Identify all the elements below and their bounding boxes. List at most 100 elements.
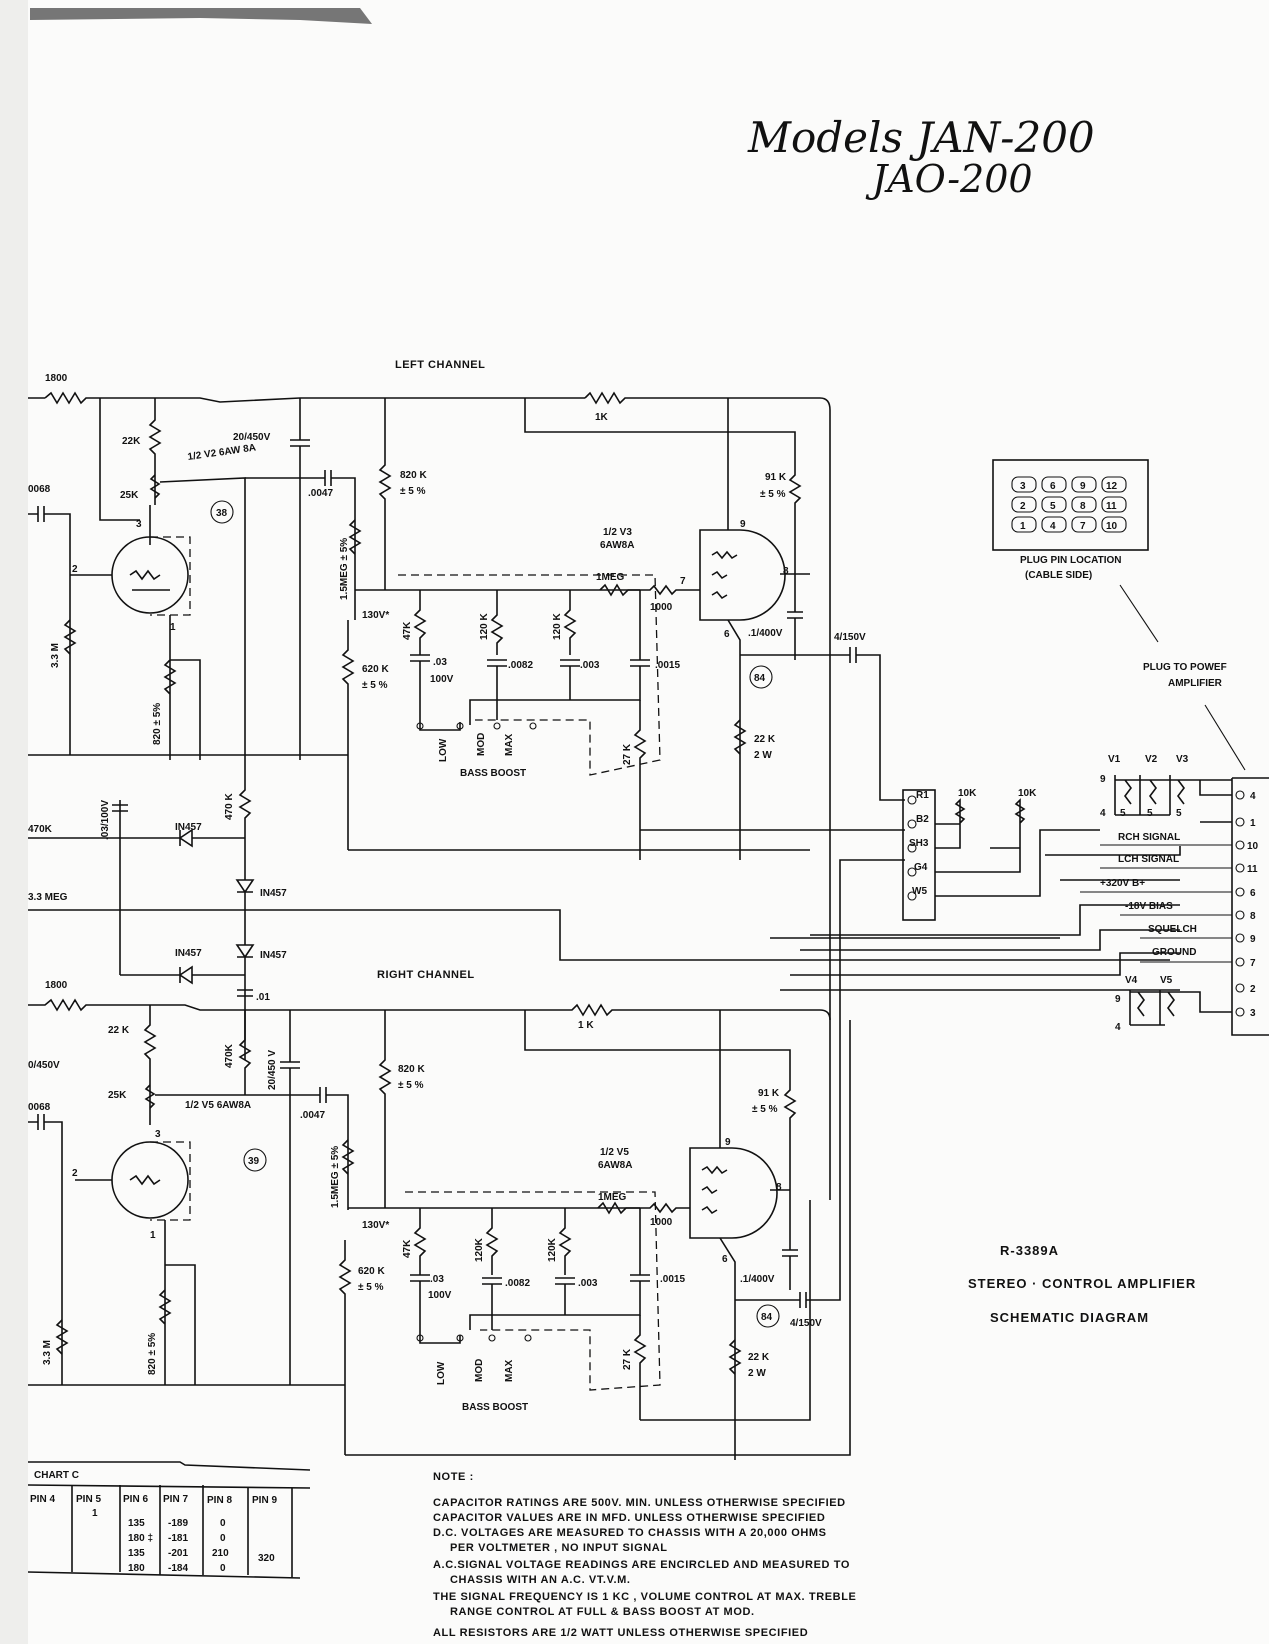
- connector-heater-top-pin5b: 5: [1147, 808, 1153, 819]
- right-tube-v5: [689, 1147, 778, 1239]
- right-r-91k-tol: ± 5 %: [752, 1104, 778, 1115]
- mid-diode-a-label: IN457: [175, 822, 202, 833]
- left-signal-38: [210, 500, 234, 524]
- plug-pin-10-label: 4: [1050, 521, 1056, 532]
- connector-pin-3-label: 3: [1250, 1008, 1256, 1019]
- right-bass-boost-label: BASS BOOST: [462, 1402, 528, 1413]
- connector-pin-7: [1235, 957, 1245, 967]
- connector-heater-top-pin4: 4: [1100, 808, 1106, 819]
- right-tube-v5-plate: [719, 1010, 736, 1460]
- right-tube-pin2: 2: [72, 1168, 78, 1179]
- right-tube-pin1: 1: [150, 1230, 156, 1241]
- voltage-chart-pin7-1: -189: [168, 1518, 188, 1529]
- right-r-820k-label: 820 K: [398, 1064, 425, 1075]
- left-tube-v2-electrodes: [132, 505, 170, 591]
- left-r-33m-label: 3.3 M: [50, 643, 61, 668]
- terminal-b2-label: B2: [916, 814, 929, 825]
- left-c-03-label: .03: [433, 657, 447, 668]
- right-switch-low: [419, 1335, 461, 1344]
- left-switch-contact-mid: [456, 722, 464, 730]
- left-v-130: 130V*: [362, 610, 389, 621]
- left-r-22k-2w-label: 22 K: [754, 734, 776, 745]
- right-signal-39: [243, 1148, 267, 1172]
- connector-v5-label: V5: [1160, 975, 1173, 986]
- right-switch-contact-mid: [456, 1334, 464, 1342]
- right-bass-boost-shield: [405, 1191, 661, 1391]
- note-line-1: CAPACITOR RATINGS ARE 500V. MIN. UNLESS …: [433, 1497, 846, 1509]
- right-ground-bus: [28, 1020, 851, 1456]
- connector-pin-8: [1235, 910, 1245, 920]
- voltage-chart-pin6-4: 180: [128, 1563, 145, 1574]
- voltage-chart-pin6-1: 135: [128, 1518, 145, 1529]
- left-feedback-1k-wire: [584, 391, 831, 1200]
- voltage-chart-pin8-1: 0: [220, 1518, 226, 1529]
- left-pot25k-label: 25K: [120, 490, 139, 501]
- plug-pin-5-label: 2: [1020, 501, 1026, 512]
- left-r-27k-label: 27 K: [622, 743, 633, 765]
- right-r-22k-2w-watt: 2 W: [748, 1368, 766, 1379]
- left-c-20-450: [290, 398, 310, 760]
- left-signal-38-label: 38: [216, 508, 228, 519]
- diagram-number: R-3389A: [1000, 1243, 1059, 1258]
- right-r-47k-label: 47K: [402, 1239, 413, 1258]
- left-plate-feed: [99, 398, 140, 521]
- right-r-1k: 1 K: [578, 1020, 594, 1031]
- right-tube-v5-type: 6AW8A: [598, 1160, 632, 1171]
- right-signal-39-label: 39: [248, 1156, 260, 1167]
- mid-diode-b-label: IN457: [260, 888, 287, 899]
- diagram-title-line2: SCHEMATIC DIAGRAM: [990, 1310, 1149, 1325]
- mid-c-01: [237, 989, 253, 997]
- right-r-15meg: [341, 1139, 355, 1175]
- plug-pin-4-label: 12: [1106, 481, 1118, 492]
- right-c-0015: [469, 1208, 650, 1330]
- right-r-91k: [524, 1010, 798, 1290]
- right-c-0047: [245, 1087, 349, 1210]
- left-c-003-label: .003: [580, 660, 600, 671]
- connector-signal-squelch: SQUELCH: [1148, 924, 1197, 935]
- left-switch-low: [419, 722, 461, 731]
- right-r-620k: [338, 1240, 352, 1455]
- terminal-g4: [907, 867, 917, 877]
- connector-v1-label: V1: [1108, 754, 1121, 765]
- power-connector-body: [1231, 777, 1269, 1036]
- right-r-120k-b: [555, 1208, 575, 1315]
- left-cathode-bypass: [170, 659, 201, 760]
- left-c-20-450-label: 20/450V: [233, 432, 271, 443]
- left-r22k: [148, 398, 162, 505]
- connector-pin-9-label: 9: [1250, 934, 1256, 945]
- right-channel-label: RIGHT CHANNEL: [377, 969, 475, 981]
- mid-c-03-100-label: .03/100V: [100, 800, 111, 840]
- right-r-120k-b-label: 120K: [547, 1237, 558, 1262]
- right-r-27k-label: 27 K: [622, 1348, 633, 1370]
- right-c-20-450-label: 20/450 V: [267, 1050, 278, 1090]
- right-output-coupling: [735, 859, 905, 1308]
- diagram-title-line1: STEREO · CONTROL AMPLIFIER: [968, 1276, 1196, 1291]
- connector-pin-2: [1235, 983, 1245, 993]
- note-line-8: RANGE CONTROL AT FULL & BASS BOOST AT MO…: [450, 1606, 755, 1618]
- left-bass-boost-label: BASS BOOST: [460, 768, 526, 779]
- mid-r-470k-mid: 470 K: [224, 793, 235, 820]
- voltage-chart-rules: [27, 1461, 311, 1579]
- right-tube-half-label: 1/2 V5 6AW8A: [185, 1100, 251, 1111]
- voltage-chart-pin5-value: 1: [92, 1508, 98, 1519]
- right-bplus-rail: [28, 998, 831, 1021]
- left-c-4-150: 4/150V: [834, 632, 866, 643]
- connector-pin-10: [1235, 840, 1245, 850]
- right-r-820k: [378, 1010, 392, 1208]
- right-v-130: 130V*: [362, 1220, 389, 1231]
- right-c-1-400: .1/400V: [740, 1274, 775, 1285]
- right-c-0015-label: .0015: [660, 1274, 685, 1285]
- connector-pin-6-label: 6: [1250, 888, 1256, 899]
- right-tube-v5-label: 1/2 V5: [600, 1147, 629, 1158]
- right-r-1000-label: 1000: [650, 1217, 673, 1228]
- connector-pin-11-label: 11: [1247, 864, 1258, 875]
- right-tube-v4-shield: [150, 1141, 191, 1221]
- note-line-9: ALL RESISTORS ARE 1/2 WATT UNLESS OTHERW…: [433, 1627, 808, 1639]
- left-tube-pin6: 6: [724, 629, 730, 640]
- terminal-w5-label: W5: [912, 886, 927, 897]
- connector-pin-8-label: 8: [1250, 911, 1256, 922]
- voltage-chart-pin8-4: 0: [220, 1563, 226, 1574]
- right-c-0047-label: .0047: [300, 1110, 325, 1121]
- right-r-91k-label: 91 K: [758, 1088, 780, 1099]
- mid-33meg-wire: [28, 909, 1170, 961]
